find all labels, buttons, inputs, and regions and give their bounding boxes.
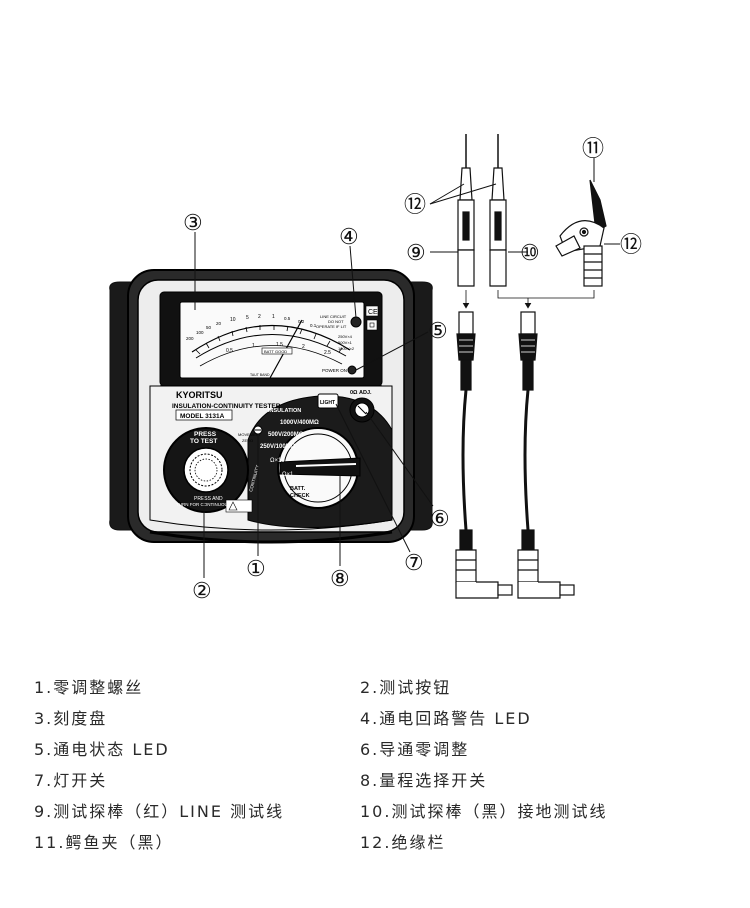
press-and-turn-1: PRESS AND [194, 496, 223, 502]
scale-bottom-0: 0.5 [226, 348, 233, 354]
scale-top-9: 0.2 [298, 319, 305, 324]
dial-250v: 250V/100MΩ [260, 444, 296, 450]
press-to-test-2: TO TEST [190, 438, 217, 445]
callout-3: ③ [183, 210, 203, 235]
range-1: 250V×4 [338, 334, 353, 339]
legend-item-9: 9.测试探棒（红）LINE 测试线 [34, 802, 285, 821]
callout-1: ① [246, 556, 266, 581]
scale-bottom-1: 1 [252, 343, 255, 349]
warning-1: LINE CIRCUIT [320, 314, 347, 319]
dial-batt-2: CHECK [290, 493, 310, 499]
warning-3: OPERATE IF LIT [316, 324, 347, 329]
scale-top-3: 20 [216, 321, 222, 326]
legend-item-12: 12.绝缘栏 [360, 833, 446, 852]
callout-9: ⑨ [406, 240, 426, 265]
dial-insulation: INSULATION [268, 408, 301, 414]
scale-top-6: 2 [258, 314, 261, 320]
dial-1000v: 1000V/400MΩ [280, 420, 319, 426]
device-subtitle: INSULATION-CONTINUITY TESTER [172, 403, 281, 410]
test-probes [455, 134, 607, 599]
dial-ohm1: Ω×1 [282, 472, 294, 478]
scale-top-8: 0.5 [284, 316, 291, 321]
callout-numbers: ① ② ③ ④ ⑤ ⑥ ⑦ ⑧ ⑨ ⑩ ⑪ ⑫ ⑫ [183, 136, 642, 603]
legend-item-6: 6.导通零调整 [360, 740, 470, 759]
legend-item-11: 11.鳄鱼夹（黑） [34, 833, 174, 852]
scale-top-1: 100 [196, 330, 204, 335]
movement-zero-1: MOVEMENT [238, 432, 262, 437]
press-and-turn-2: TURN FOR CONTINUOUS [176, 502, 231, 507]
legend-item-3: 3.刻度盘 [34, 709, 108, 728]
scale-bottom-2: 1.5 [276, 342, 283, 348]
dial-light: LIGHT [320, 400, 335, 406]
brand-logo: KYORITSU [176, 390, 223, 400]
callout-4: ④ [339, 224, 359, 249]
scale-top-7: 1 [272, 314, 275, 320]
leader-lines [194, 158, 620, 578]
parts-legend: 1.零调整螺丝 2.测试按钮 3.刻度盘 4.通电回路警告 LED 5.通电状态… [0, 660, 750, 860]
legend-item-1: 1.零调整螺丝 [34, 678, 144, 697]
dial-ohm10: Ω×10 [270, 458, 285, 464]
press-to-test-1: PRESS [194, 431, 217, 438]
range-3: 1000V×2 [338, 346, 355, 351]
callout-2: ② [192, 578, 212, 603]
scale-top-0: 200 [186, 336, 194, 341]
scale-top-5: 5 [246, 315, 249, 321]
device-labels: KYORITSU INSULATION-CONTINUITY TESTER MO… [172, 314, 372, 507]
legend-item-8: 8.量程选择开关 [360, 771, 488, 790]
legend-item-2: 2.测试按钮 [360, 678, 452, 697]
dial-continuity: CONTINUITY [248, 464, 260, 492]
scale-top-2: 50 [206, 325, 212, 330]
callout-6: ⑥ [430, 506, 450, 531]
scale-top-10: 0.1 [310, 323, 317, 328]
dial-batt-1: BATT. [290, 486, 306, 492]
callout-5: ⑤ [428, 318, 448, 343]
model-label: MODEL 3131A [180, 413, 225, 420]
legend-item-10: 10.测试探棒（黑）接地测试线 [360, 802, 608, 821]
callout-8: ⑧ [330, 566, 350, 591]
dial-500v: 500V/200MΩ [268, 432, 304, 438]
ce-mark: CE [368, 309, 378, 316]
legend-item-7: 7.灯开关 [34, 771, 108, 790]
scale-bottom-4: 2.5 [324, 350, 331, 356]
callout-10: ⑩ [520, 240, 540, 265]
scale-bottom-3: 2 [302, 344, 305, 350]
taut-band-label: TAUT BAND [250, 373, 270, 377]
scale-top-4: 10 [230, 317, 236, 323]
movement-zero-2: ZERO [242, 438, 253, 443]
warning-2: DO NOT [328, 319, 344, 324]
range-2: 500V×1 [338, 340, 353, 345]
callout-11: ⑪ [582, 136, 604, 161]
callout-12a: ⑫ [404, 192, 426, 217]
power-on-label: POWER ON [322, 368, 347, 373]
dial-zero-adj: 0Ω ADJ. [350, 390, 372, 396]
callout-12b: ⑫ [620, 232, 642, 257]
callout-7: ⑦ [404, 550, 424, 575]
legend-item-4: 4.通电回路警告 LED [360, 709, 532, 728]
legend-item-5: 5.通电状态 LED [34, 740, 170, 759]
tester-diagram: CE [109, 134, 642, 603]
batt-good-label: BATT GOOD [264, 349, 287, 354]
tester-body: CE [109, 269, 433, 544]
